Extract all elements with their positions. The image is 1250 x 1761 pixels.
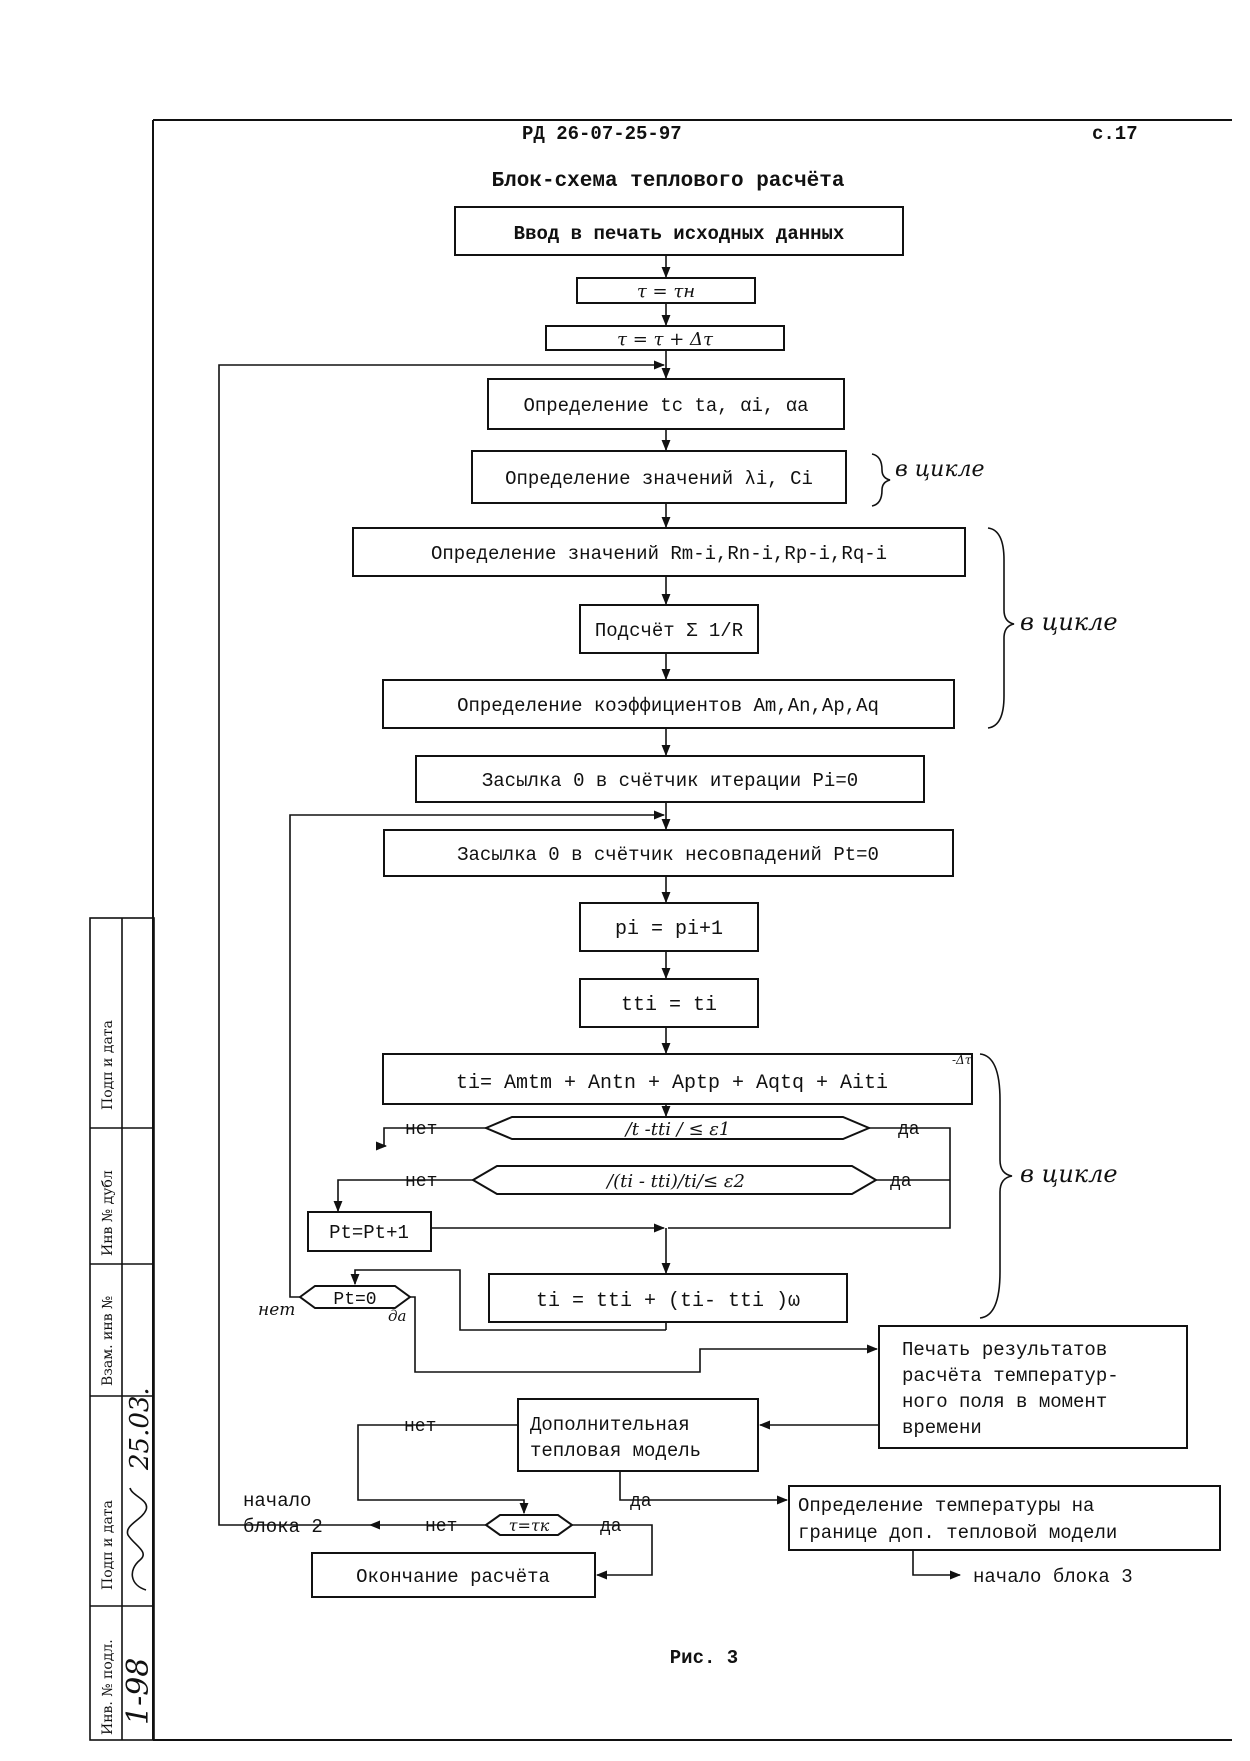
tau-step-box: τ = τ + Δτ [617,329,714,350]
stamp-field-inv: Инв. № подл. [100,1639,116,1735]
coeffs-box: Определение коэффициентов Am,An,Ap,Aq [457,695,879,717]
inner-loop-line [289,810,666,1298]
extra-model-line-1: Дополнительная [530,1414,690,1436]
cycle-label-1: в цикле [895,457,984,482]
print-results-line-4: времени [902,1417,982,1439]
stamp-field-sign2: Подп и дата [100,1020,116,1110]
cycle-label-3: в цикле [1020,1160,1118,1188]
start-block2-line-2: блока 2 [243,1516,323,1538]
def-lambda-box: Определение значений λi, Ci [505,468,813,490]
figure-caption: Рис. 3 [670,1647,738,1669]
stamp-field-dup: Инв № дубл [100,1170,116,1256]
input-box: Ввод в печать исходных данных [514,223,845,245]
sum-r-box: Подсчёт Σ 1/R [595,620,743,642]
relax-box: ti = tti + (ti- tti )ω [536,1290,800,1313]
extra-model-yes-label: да [630,1492,652,1512]
print-results-line-1: Печать результатов [902,1339,1107,1361]
tau-check-no-label: нет [425,1517,457,1537]
tt-assign-box: tti = ti [621,994,717,1017]
print-results-line-2: расчёта температур- [902,1365,1119,1387]
cycle-brace-large: в цикле [979,1053,1118,1319]
margin-stamp: Инв. № подл. Подп и дата Взам. инв № Инв… [89,917,156,1741]
outer-loop-line [218,360,666,1477]
def-r-box: Определение значений Rm-i,Rn-i,Rp-i,Rq-i [431,543,887,565]
iter-counter-box: Засылка 0 в счётчик итерации Pi=0 [482,770,858,792]
cycle-label-2: в цикле [1020,608,1118,636]
cycle-brace-small: в цикле [871,453,984,507]
print-results-line-3: ного поля в момент [902,1391,1107,1413]
pt-check-no-label: нет [258,1300,295,1320]
tau-init-box: τ = τн [637,281,695,302]
start-block2-line-1: начало [243,1490,311,1512]
tau-check-decision[interactable]: τ=τк [509,1516,550,1535]
doc-number: РД 26-07-25-97 [522,123,682,145]
cond2-decision[interactable]: /(ti - tti)/ti/≤ ε2 [605,1171,745,1192]
def-t-box: Определение tc ta, αi, αa [523,395,808,417]
cond1-decision[interactable]: /t -tti / ≤ ε1 [624,1119,731,1140]
cond1-no-label: нет [405,1120,437,1140]
end-box: Окончание расчёта [356,1566,550,1588]
stamp-field-sign1: Подп и дата [100,1500,116,1590]
p-assign-box: pi = pi+1 [615,918,723,941]
start-block3-label: начало блока 3 [973,1566,1133,1588]
t-formula-box: ti= Amtm + Antn + Aptp + Aqtq + Aiti [456,1072,888,1095]
extra-model-no-label: нет [404,1417,436,1437]
stamp-inv-value: 1-98 [121,1658,156,1725]
cond2-no-label: нет [405,1172,437,1192]
handwritten-signature [126,1487,148,1591]
boundary-line-1: Определение температуры на [798,1495,1094,1517]
extra-model-line-2: тепловая модель [530,1440,701,1462]
page-frame [152,119,1232,1741]
diagram-title: Блок-схема теплового расчёта [492,170,845,193]
pt-check-yes-label: да [388,1307,406,1325]
pt-inc-box: Pt=Pt+1 [329,1222,409,1244]
mismatch-counter-box: Засылка 0 в счётчик несовпадений Pt=0 [457,844,879,866]
stamp-sign-date: 25.03. [125,1387,155,1471]
tau-check-yes-label: да [600,1517,622,1537]
page-number: с.17 [1092,123,1138,145]
pt-check-decision[interactable]: Pt=0 [333,1290,376,1310]
t-formula-superscript: -Δτ [952,1053,972,1067]
boundary-line-2: границе доп. тепловой модели [798,1522,1117,1544]
cycle-brace-medium: в цикле [987,527,1118,729]
cond1-yes-label: да [898,1120,920,1140]
stamp-field-replace: Взам. инв № [100,1296,116,1386]
cond2-yes-label: да [890,1172,912,1192]
